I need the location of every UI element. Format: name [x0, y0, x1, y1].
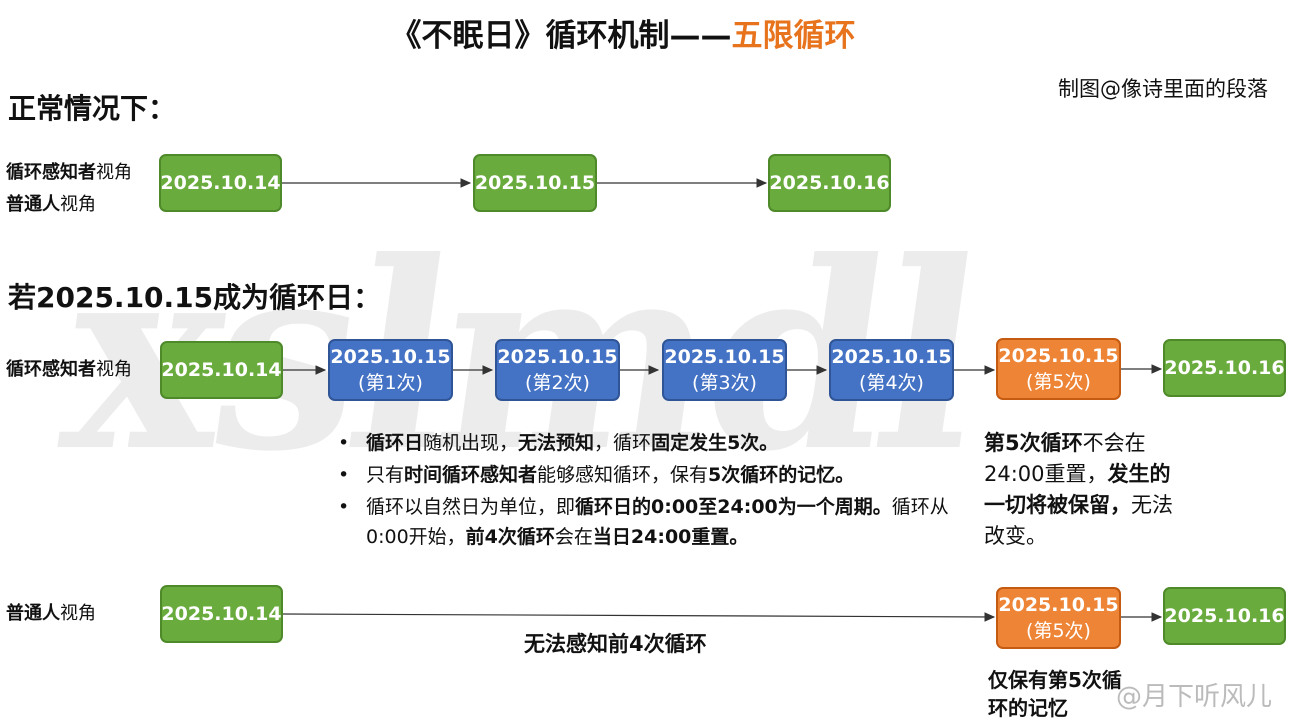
date-box: 2025.10.16 [1163, 339, 1286, 397]
label-aware-view: 循环感知者视角 [6, 162, 132, 183]
date-box: 2025.10.14 [160, 341, 283, 399]
cannot-perceive-text: 无法感知前4次循环 [524, 632, 707, 656]
fifth-cycle-note: 第5次循环不会在24:00重置，发生的一切将被保留，无法改变。 [984, 431, 1173, 548]
date-box: 2025.10.15 [473, 154, 597, 212]
date-box: 2025.10.16 [1163, 587, 1286, 645]
list-item: •循环以自然日为单位，即循环日的0:00至24:00为一个周期。循环从0:00开… [338, 496, 949, 548]
credit: 制图@像诗里面的段落 [1058, 77, 1268, 101]
cycle-box-fifth: 2025.10.15(第5次) [996, 338, 1121, 400]
title-main: 《不眠日》循环机制—— [390, 18, 732, 54]
list-item: •只有时间循环感知者能够感知循环，保有5次循环的记忆。 [338, 464, 855, 486]
rules-list: •循环日随机出现，无法预知，循环固定发生5次。 •只有时间循环感知者能够感知循环… [338, 428, 966, 554]
page-title: 《不眠日》循环机制——五限循环 [0, 10, 1246, 55]
label-ordinary-view: 普通人视角 [6, 603, 96, 624]
section-heading-loop: 若2025.10.15成为循环日： [8, 281, 382, 314]
arrow [282, 612, 996, 622]
cycle-box: 2025.10.15(第3次) [662, 339, 787, 401]
label-aware-view: 循环感知者视角 [6, 359, 132, 380]
weibo-watermark: @月下听风儿 [1115, 682, 1272, 712]
section-heading-normal: 正常情况下： [8, 92, 177, 125]
cycle-box: 2025.10.15(第1次) [328, 339, 453, 401]
cycle-box-fifth: 2025.10.15(第5次) [996, 587, 1121, 649]
date-box: 2025.10.16 [768, 154, 891, 212]
date-box: 2025.10.14 [160, 585, 283, 643]
title-highlight: 五限循环 [731, 18, 856, 54]
cycle-box: 2025.10.15(第2次) [495, 339, 620, 401]
cycle-box: 2025.10.15(第4次) [829, 339, 954, 401]
list-item: •循环日随机出现，无法预知，循环固定发生5次。 [338, 432, 779, 454]
label-ordinary-view: 普通人视角 [6, 194, 96, 215]
date-box: 2025.10.14 [159, 154, 282, 212]
memory-note: 仅保有第5次循环的记忆 [988, 668, 1122, 720]
